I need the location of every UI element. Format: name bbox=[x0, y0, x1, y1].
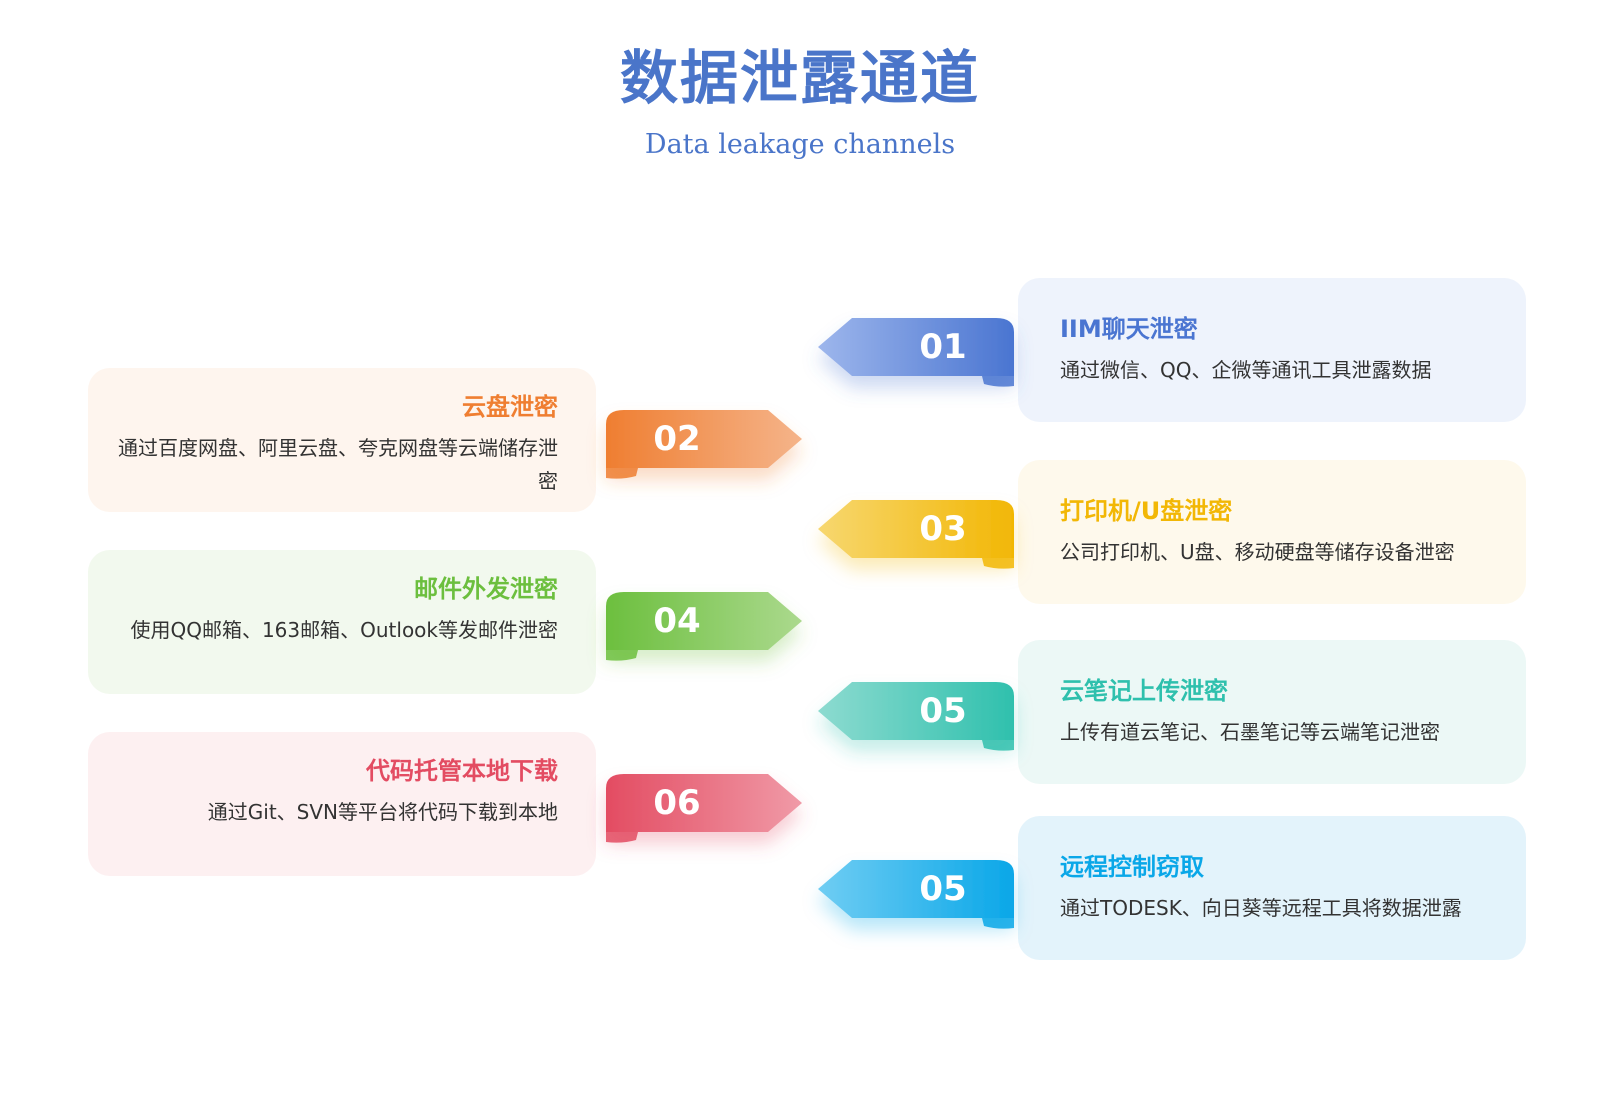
number-flag: 01 bbox=[818, 318, 1018, 398]
channel-title: 远程控制窃取 bbox=[1060, 853, 1204, 881]
flag-body bbox=[606, 410, 802, 468]
channel-description: 公司打印机、U盘、移动硬盘等储存设备泄密 bbox=[1060, 540, 1455, 564]
flag-body bbox=[606, 774, 802, 832]
channel-description: 上传有道云笔记、石墨笔记等云端笔记泄密 bbox=[1060, 720, 1440, 744]
number-flag: 05 bbox=[818, 682, 1018, 762]
channel-card[interactable]: IIM聊天泄密通过微信、QQ、企微等通讯工具泄露数据 bbox=[1018, 278, 1526, 422]
channel-number: 01 bbox=[919, 327, 967, 367]
channel-number: 04 bbox=[653, 601, 701, 641]
channel-card[interactable]: 远程控制窃取通过TODESK、向日葵等远程工具将数据泄露 bbox=[1018, 816, 1526, 960]
flag-body bbox=[818, 860, 1014, 918]
channel-description: 通过TODESK、向日葵等远程工具将数据泄露 bbox=[1060, 896, 1462, 920]
channel-number: 03 bbox=[919, 509, 967, 549]
flag-shape bbox=[606, 410, 802, 479]
channel-number: 06 bbox=[653, 783, 701, 823]
flag-shape bbox=[818, 860, 1014, 929]
channel-description: 通过百度网盘、阿里云盘、夸克网盘等云端储存泄密 bbox=[118, 436, 558, 493]
flag-curl bbox=[982, 918, 1014, 929]
channel-number: 05 bbox=[919, 869, 967, 909]
channel-card[interactable]: 云笔记上传泄密上传有道云笔记、石墨笔记等云端笔记泄密 bbox=[1018, 640, 1526, 784]
channel-card[interactable]: 云盘泄密通过百度网盘、阿里云盘、夸克网盘等云端储存泄密 bbox=[88, 368, 596, 512]
flag-body bbox=[818, 318, 1014, 376]
flag-body bbox=[818, 682, 1014, 740]
channel-title: 打印机/U盘泄密 bbox=[1060, 497, 1233, 525]
number-flag: 06 bbox=[602, 774, 802, 854]
flag-shape bbox=[818, 682, 1014, 751]
flag-shape bbox=[606, 774, 802, 843]
number-flag: 03 bbox=[818, 500, 1018, 580]
flag-curl bbox=[606, 650, 638, 661]
flag-curl bbox=[982, 740, 1014, 751]
flag-shape bbox=[818, 500, 1014, 569]
flag-shape bbox=[606, 592, 802, 661]
channel-title: 代码托管本地下载 bbox=[366, 757, 558, 785]
channel-number: 05 bbox=[919, 691, 967, 731]
number-flag: 04 bbox=[602, 592, 802, 672]
number-flag: 05 bbox=[818, 860, 1018, 940]
channel-title: 云盘泄密 bbox=[462, 393, 558, 421]
channel-card[interactable]: 邮件外发泄密使用QQ邮箱、163邮箱、Outlook等发邮件泄密 bbox=[88, 550, 596, 694]
flag-curl bbox=[606, 832, 638, 843]
channel-card[interactable]: 打印机/U盘泄密公司打印机、U盘、移动硬盘等储存设备泄密 bbox=[1018, 460, 1526, 604]
channel-description: 通过微信、QQ、企微等通讯工具泄露数据 bbox=[1060, 358, 1432, 382]
flag-curl bbox=[982, 376, 1014, 387]
channel-number: 02 bbox=[653, 419, 701, 459]
page-title: 数据泄露通道 bbox=[619, 44, 980, 112]
channel-description: 使用QQ邮箱、163邮箱、Outlook等发邮件泄密 bbox=[130, 618, 558, 642]
flag-curl bbox=[606, 468, 638, 479]
flag-curl bbox=[982, 558, 1014, 569]
flag-body bbox=[818, 500, 1014, 558]
channel-card[interactable]: 代码托管本地下载通过Git、SVN等平台将代码下载到本地 bbox=[88, 732, 596, 876]
flag-shape bbox=[818, 318, 1014, 387]
number-flag: 02 bbox=[602, 410, 802, 490]
flag-body bbox=[606, 592, 802, 650]
channel-title: 云笔记上传泄密 bbox=[1060, 677, 1228, 705]
channel-title: 邮件外发泄密 bbox=[414, 575, 558, 603]
channel-title: IIM聊天泄密 bbox=[1060, 315, 1198, 343]
page-subtitle: Data leakage channels bbox=[644, 129, 956, 160]
channel-description: 通过Git、SVN等平台将代码下载到本地 bbox=[207, 800, 558, 824]
